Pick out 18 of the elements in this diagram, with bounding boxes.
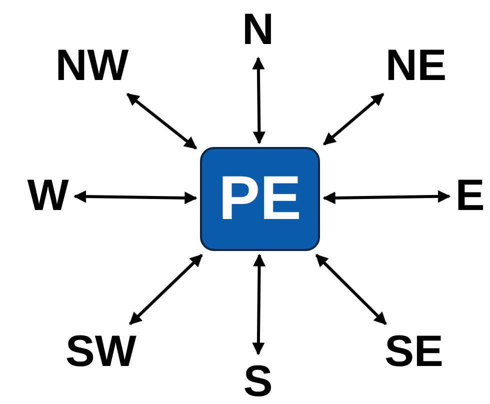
- double-arrow: [129, 254, 203, 326]
- direction-label: S: [243, 360, 273, 404]
- direction-label: NE: [385, 44, 447, 88]
- process-box: [200, 147, 320, 251]
- direction-label: SE: [384, 330, 444, 374]
- double-arrow: [74, 190, 198, 204]
- double-arrow: [315, 254, 387, 326]
- direction-label: NW: [55, 44, 129, 88]
- double-arrow: [322, 190, 451, 204]
- double-arrow: [126, 92, 197, 150]
- direction-label: W: [27, 174, 69, 218]
- box-label: PE: [218, 168, 302, 230]
- direction-label: N: [242, 8, 274, 52]
- direction-label: SW: [66, 330, 136, 374]
- double-arrow: [252, 254, 266, 356]
- direction-label: E: [455, 174, 485, 218]
- double-arrow: [323, 92, 384, 146]
- double-arrow: [252, 56, 266, 144]
